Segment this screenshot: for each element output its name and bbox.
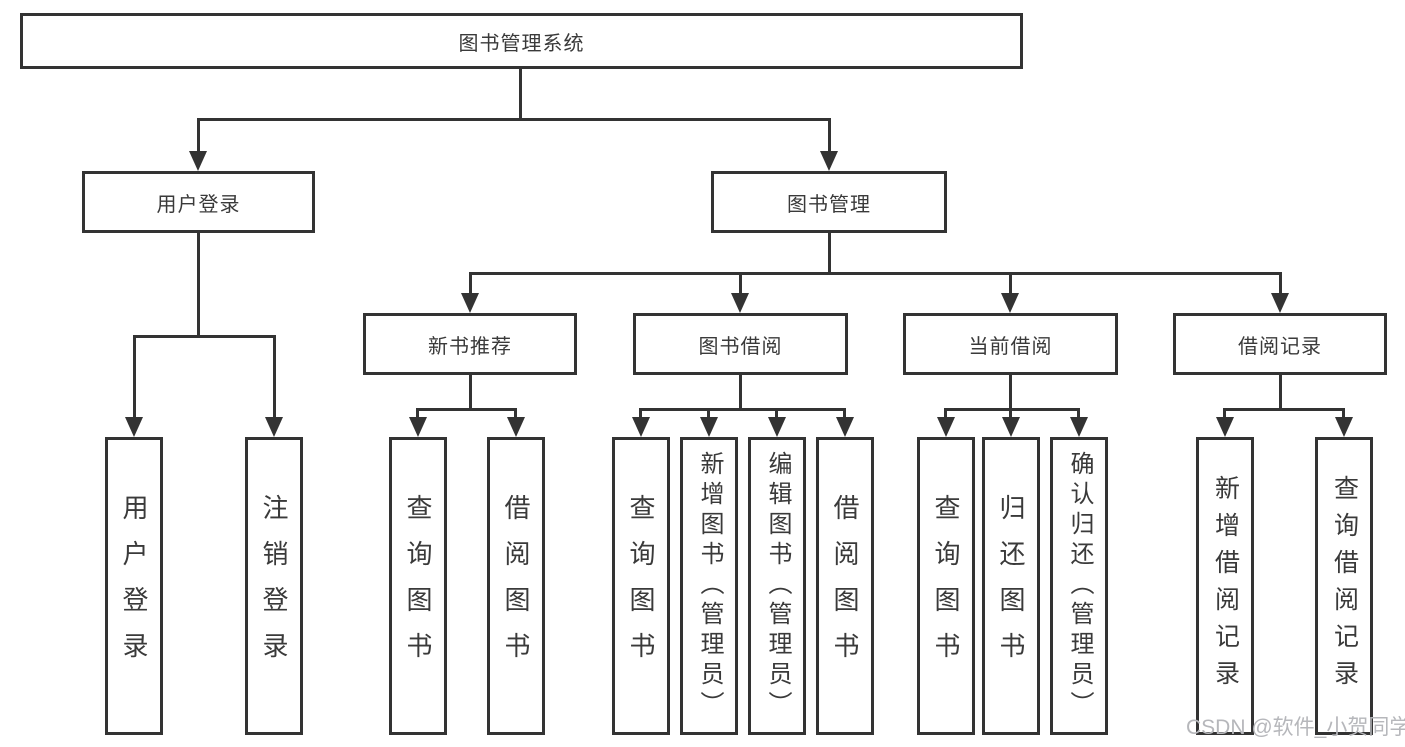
leaf-label: 查询借阅记录 xyxy=(1330,475,1359,697)
connector-line xyxy=(1009,375,1012,410)
arrow-down-icon xyxy=(1335,417,1353,437)
leaf-query-books-current: 查询图书 xyxy=(917,437,975,735)
arrow-down-icon xyxy=(937,417,955,437)
arrow-down-icon xyxy=(1271,293,1289,313)
connector-line xyxy=(469,272,1282,275)
leaf-label: 用户登录 xyxy=(119,494,149,678)
connector-line xyxy=(944,408,1080,411)
connector-line xyxy=(1077,408,1080,420)
arrow-down-icon xyxy=(1001,293,1019,313)
connector-line xyxy=(1342,408,1345,420)
arrow-down-icon xyxy=(125,417,143,437)
connector-line xyxy=(639,408,846,411)
node-book-borrow: 图书借阅 xyxy=(633,313,848,375)
arrow-down-icon xyxy=(700,417,718,437)
connector-line xyxy=(197,118,200,153)
arrow-down-icon xyxy=(189,151,207,171)
connector-line xyxy=(843,408,846,420)
leaf-add-books-admin: 新增图书（管理员） xyxy=(680,437,738,735)
leaf-edit-books-admin: 编辑图书（管理员） xyxy=(748,437,806,735)
leaf-add-borrow-record: 新增借阅记录 xyxy=(1196,437,1254,735)
leaf-borrow-books-recommend: 借阅图书 xyxy=(487,437,545,735)
node-label: 新书推荐 xyxy=(428,335,512,358)
arrow-down-icon xyxy=(1070,417,1088,437)
leaf-return-books: 归还图书 xyxy=(982,437,1040,735)
connector-line xyxy=(1009,408,1012,420)
leaf-label: 借阅图书 xyxy=(830,494,860,678)
connector-line xyxy=(1223,408,1226,420)
connector-line xyxy=(739,375,742,410)
leaf-label: 新增借阅记录 xyxy=(1211,475,1240,697)
leaf-user-login: 用户登录 xyxy=(105,437,163,735)
node-label: 当前借阅 xyxy=(968,335,1053,358)
connector-line xyxy=(739,272,742,295)
arrow-down-icon xyxy=(731,293,749,313)
connector-line xyxy=(197,118,831,121)
connector-line xyxy=(828,233,831,274)
arrow-down-icon xyxy=(265,417,283,437)
leaf-logout: 注销登录 xyxy=(245,437,303,735)
arrow-down-icon xyxy=(836,417,854,437)
connector-line xyxy=(1279,375,1282,410)
leaf-label: 新增图书（管理员） xyxy=(696,451,723,721)
connector-line xyxy=(1009,272,1012,295)
leaf-query-books-recommend: 查询图书 xyxy=(389,437,447,735)
connector-line xyxy=(775,408,778,420)
connector-line xyxy=(944,408,947,420)
node-user-login: 用户登录 xyxy=(82,171,315,233)
node-borrow-records: 借阅记录 xyxy=(1173,313,1387,375)
arrow-down-icon xyxy=(1216,417,1234,437)
connector-line xyxy=(639,408,642,420)
connector-line xyxy=(133,335,276,338)
connector-line xyxy=(1223,408,1345,411)
connector-line xyxy=(273,335,276,419)
node-label: 用户登录 xyxy=(156,193,241,216)
leaf-confirm-return-admin: 确认归还（管理员） xyxy=(1050,437,1108,735)
arrow-down-icon xyxy=(768,417,786,437)
leaf-label: 借阅图书 xyxy=(501,494,531,678)
connector-line xyxy=(1279,272,1282,295)
leaf-query-borrow-record: 查询借阅记录 xyxy=(1315,437,1373,735)
leaf-label: 查询图书 xyxy=(403,494,433,678)
arrow-down-icon xyxy=(507,417,525,437)
node-library-system: 图书管理系统 xyxy=(20,13,1023,69)
arrow-down-icon xyxy=(632,417,650,437)
leaf-label: 归还图书 xyxy=(996,494,1026,678)
arrow-down-icon xyxy=(1002,417,1020,437)
connector-line xyxy=(416,408,419,420)
leaf-borrow-books: 借阅图书 xyxy=(816,437,874,735)
connector-line xyxy=(469,375,472,410)
node-label: 借阅记录 xyxy=(1238,335,1322,358)
connector-line xyxy=(469,272,472,295)
watermark: CSDN @软件_小贺同学 xyxy=(1186,716,1405,739)
arrow-down-icon xyxy=(461,293,479,313)
connector-line xyxy=(197,233,200,337)
node-label: 图书管理 xyxy=(787,193,871,216)
arrow-down-icon xyxy=(820,151,838,171)
node-new-book-recommend: 新书推荐 xyxy=(363,313,577,375)
leaf-label: 查询图书 xyxy=(931,494,961,678)
leaf-label: 编辑图书（管理员） xyxy=(764,451,791,721)
connector-line xyxy=(519,68,522,121)
node-current-borrow: 当前借阅 xyxy=(903,313,1118,375)
node-book-management: 图书管理 xyxy=(711,171,947,233)
leaf-label: 确认归还（管理员） xyxy=(1066,451,1093,721)
node-label: 图书借阅 xyxy=(698,335,783,358)
connector-line xyxy=(707,408,710,420)
connector-line xyxy=(828,118,831,153)
arrow-down-icon xyxy=(409,417,427,437)
connector-line xyxy=(133,335,136,419)
leaf-label: 注销登录 xyxy=(259,494,289,678)
leaf-label: 查询图书 xyxy=(626,494,656,678)
leaf-query-books-borrow: 查询图书 xyxy=(612,437,670,735)
connector-line xyxy=(514,408,517,420)
connector-line xyxy=(416,408,517,411)
node-label: 图书管理系统 xyxy=(458,32,585,55)
